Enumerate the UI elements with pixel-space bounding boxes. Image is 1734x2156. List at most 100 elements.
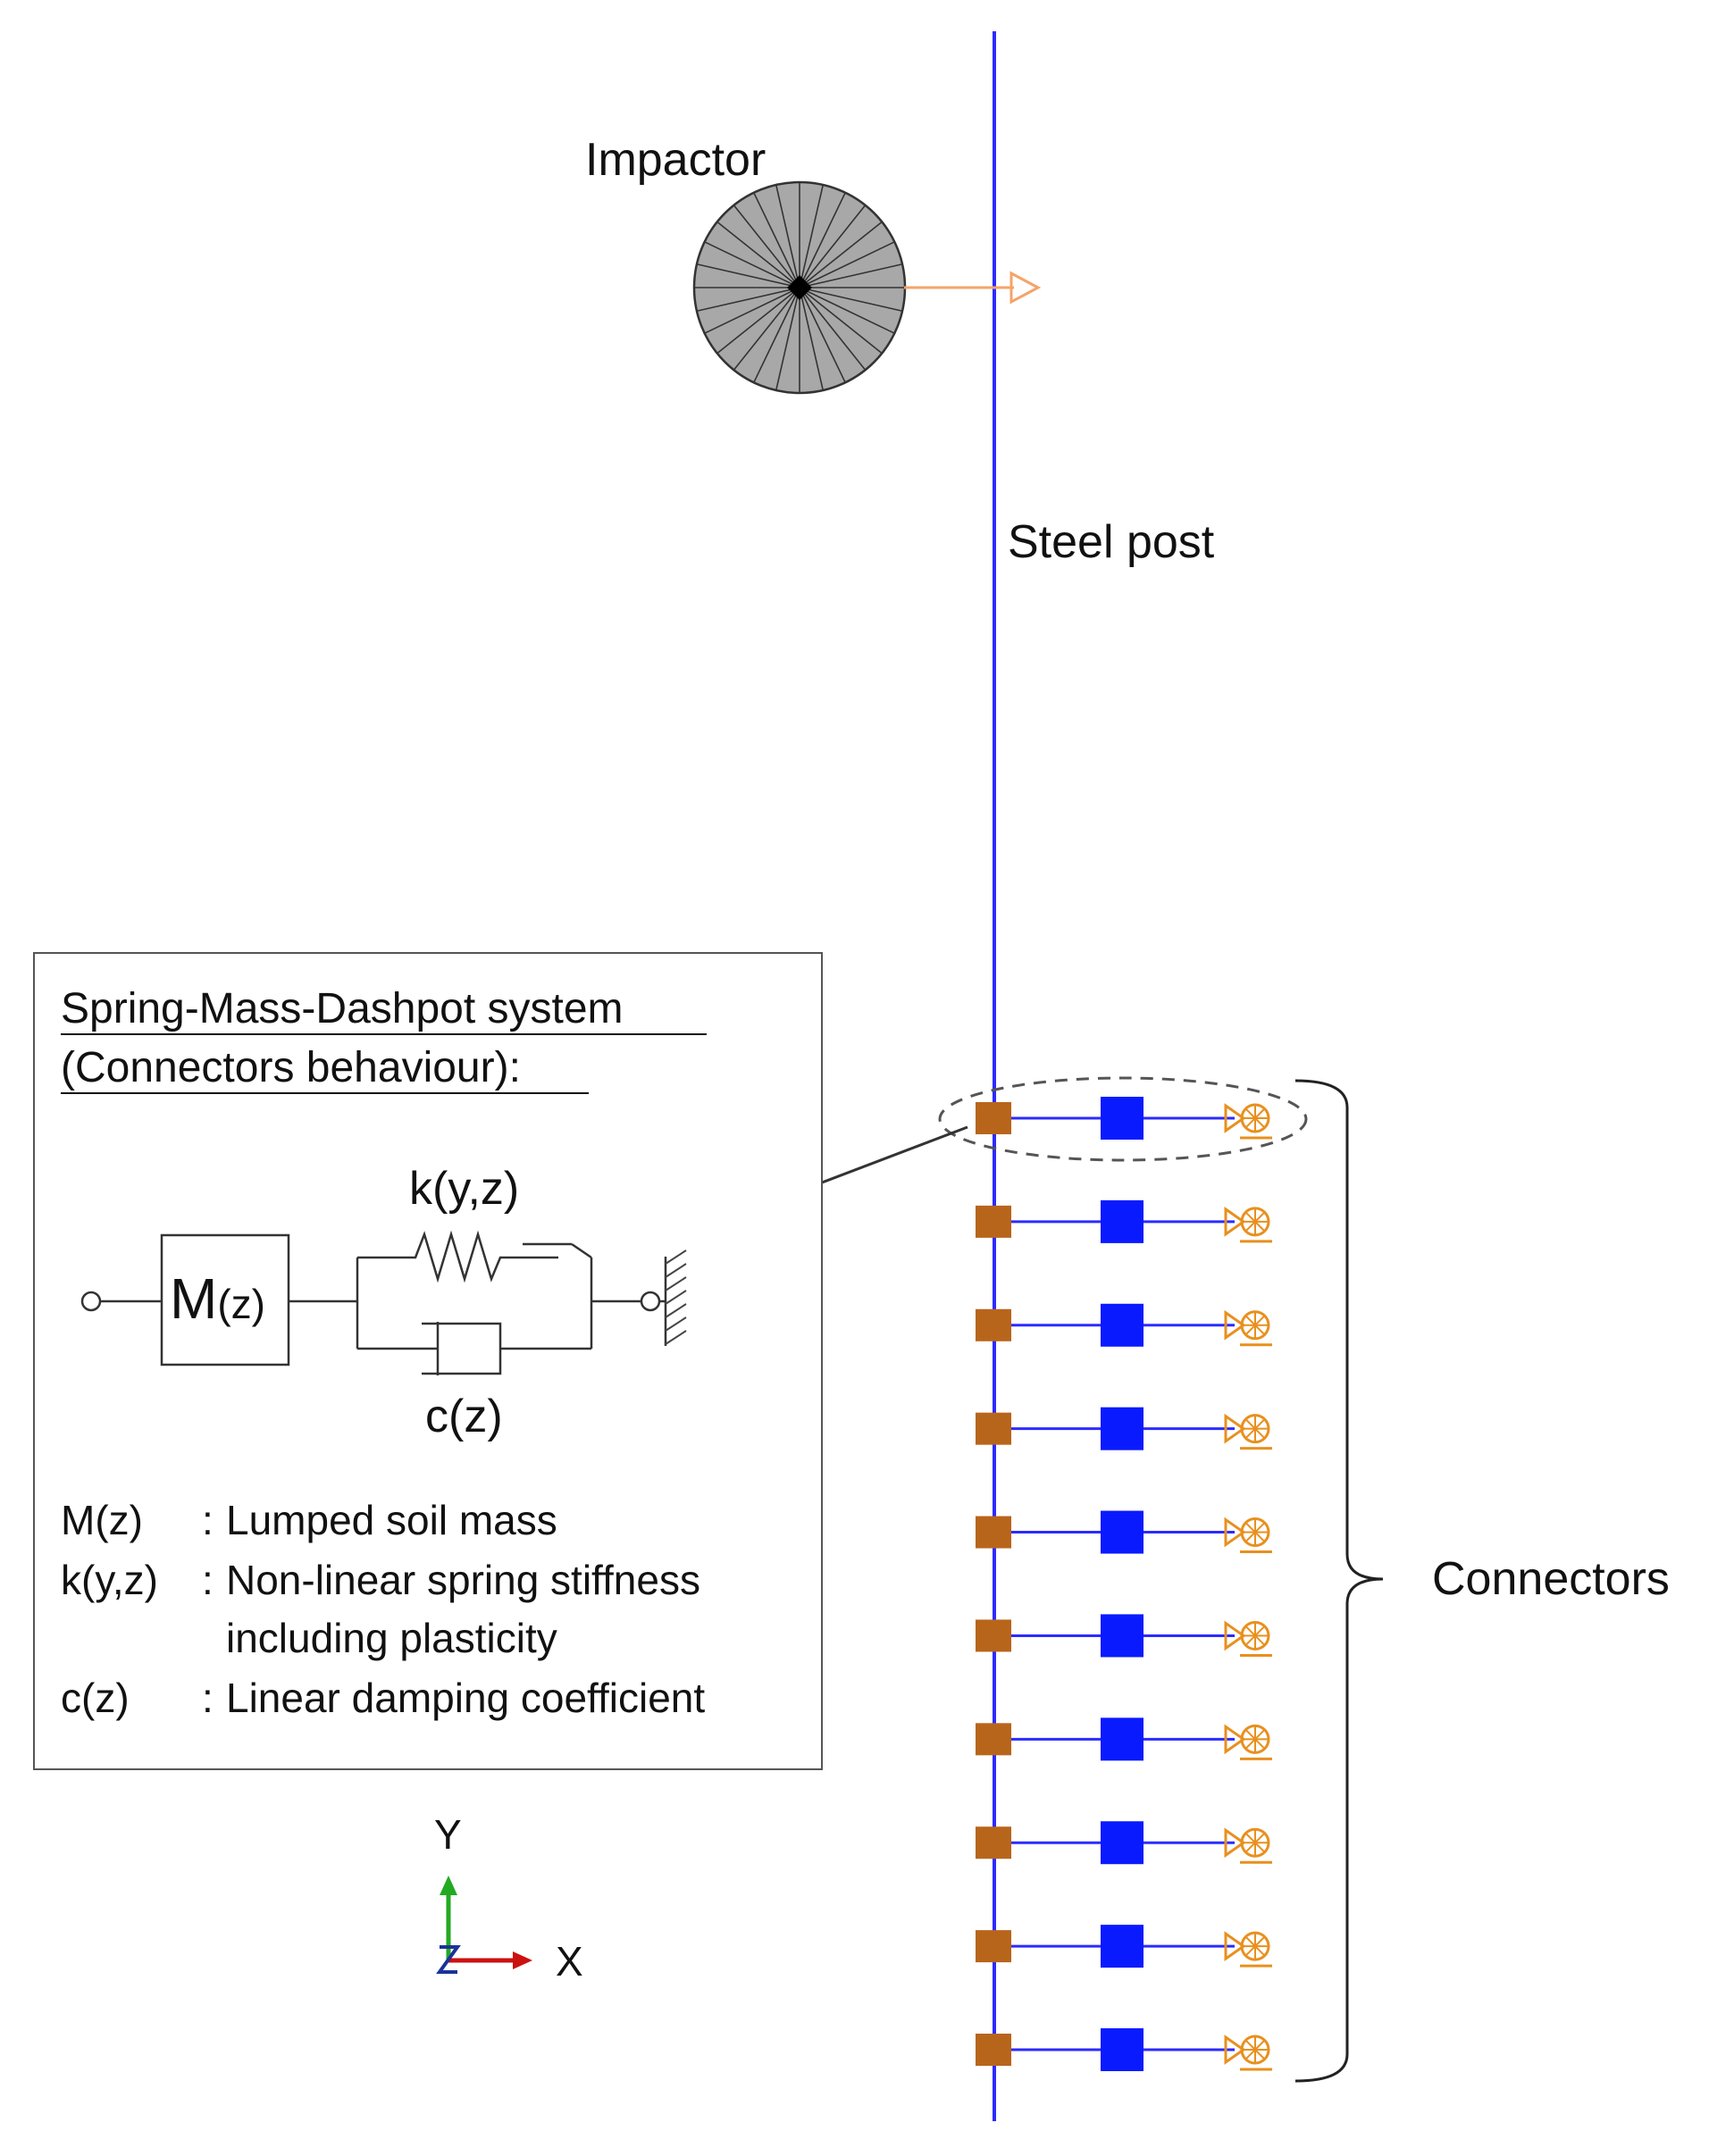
axis-triad: Y X: [434, 1811, 583, 1985]
mass-node: [1101, 1510, 1143, 1554]
x-axis-label: X: [556, 1938, 583, 1985]
definition-text: Non-linear spring stiffness: [226, 1557, 700, 1603]
damper-label: c(z): [425, 1391, 503, 1442]
impactor-spoke: [733, 205, 800, 288]
anchor-node: [976, 1412, 1011, 1445]
x-arrowhead: [513, 1951, 532, 1969]
mass-label: M(z): [170, 1266, 265, 1331]
legend-title-line1: Spring-Mass-Dashpot system: [61, 985, 624, 1032]
anchor-node: [976, 1102, 1011, 1134]
definition-symbol: c(z): [61, 1675, 130, 1721]
mass-node: [1101, 1199, 1143, 1243]
connectors-group: [976, 1097, 1272, 2071]
anchor-node: [976, 1619, 1011, 1652]
impactor-spoke: [799, 287, 903, 313]
impactor-spoke: [799, 287, 825, 391]
legend-box: Spring-Mass-Dashpot system (Connectors b…: [33, 952, 823, 1770]
mass-node: [1101, 1717, 1143, 1761]
impactor-spoke: [696, 287, 800, 313]
mass-box: [160, 1233, 290, 1366]
definition-separator: :: [202, 1675, 214, 1721]
anchor-node: [976, 1930, 1011, 1963]
anchor-node: [976, 1516, 1011, 1549]
impactor-spoke: [799, 205, 867, 288]
mass-node: [1101, 1821, 1143, 1865]
mass-node: [1101, 1925, 1143, 1968]
connector-row: [976, 1925, 1272, 1968]
impactor-spoke: [799, 287, 846, 383]
mass-node: [1101, 1303, 1143, 1347]
impactor-spoke: [753, 287, 800, 383]
spring-mass-dashpot-schematic: [80, 1230, 687, 1375]
ground-support-icon: [1224, 1413, 1272, 1450]
impactor-spoke: [799, 241, 895, 288]
connector-row: [976, 1407, 1272, 1450]
ground-support-icon: [1224, 1620, 1272, 1657]
definition-separator: :: [202, 1497, 214, 1543]
impactor-label: Impactor: [585, 134, 766, 186]
legend-title-line2: (Connectors behaviour):: [61, 1044, 521, 1091]
ground-support-icon: [1224, 1207, 1272, 1243]
impactor-spoke: [775, 287, 800, 391]
ground-support-icon: [1224, 1724, 1272, 1760]
impactor-spoke: [799, 287, 895, 334]
y-arrowhead: [440, 1876, 457, 1895]
impactor-spoke: [799, 287, 883, 355]
impactor-spoke: [799, 287, 867, 371]
anchor-node: [976, 1723, 1011, 1756]
connector-row: [976, 1821, 1272, 1865]
impactor-spoke: [716, 287, 800, 355]
definition-symbol: k(y,z): [61, 1557, 158, 1603]
mass-node: [1101, 2028, 1143, 2071]
impactor-spoke: [696, 263, 800, 288]
connector-row: [976, 1614, 1272, 1658]
connector-row: [976, 1303, 1272, 1347]
anchor-node: [976, 1308, 1011, 1341]
mass-node: [1101, 1407, 1143, 1450]
y-axis-label: Y: [434, 1811, 462, 1858]
definition-text: Lumped soil mass: [226, 1497, 557, 1543]
connector-row: [976, 1717, 1272, 1761]
impactor-disk: [692, 180, 907, 395]
connector-row: [976, 1510, 1272, 1554]
ground-support-icon: [1224, 1309, 1272, 1347]
impactor-spoke: [799, 192, 846, 288]
impactor-spoke: [799, 184, 825, 288]
anchor-node: [976, 2034, 1011, 2066]
definitions-list: M(z) : Lumped soil mass k(y,z) : Non-lin…: [61, 1497, 705, 1721]
spring-label: k(y,z): [409, 1163, 519, 1215]
ground-support-icon: [1224, 2035, 1272, 2071]
definition-text: including plasticity: [226, 1615, 557, 1661]
connectors-label: Connectors: [1432, 1553, 1670, 1605]
impactor-spoke: [799, 263, 903, 288]
mass-node: [1101, 1614, 1143, 1658]
impactor-spoke: [775, 184, 800, 288]
ground-support-icon: [1224, 1517, 1272, 1554]
impactor-spoke: [704, 241, 800, 288]
z-axis-icon: [436, 1945, 461, 1974]
mass-node: [1101, 1097, 1143, 1140]
spring-symbol: [357, 1230, 558, 1283]
steel-post-label: Steel post: [1008, 516, 1215, 568]
definition-separator: :: [202, 1557, 214, 1603]
connector-row: [976, 1199, 1272, 1243]
connector-row: [976, 2028, 1272, 2071]
impactor-spoke: [704, 287, 800, 334]
impactor-spoke: [753, 192, 800, 288]
impactor-spoke: [799, 221, 883, 288]
definition-symbol: M(z): [61, 1497, 143, 1543]
impactor-center: [787, 275, 812, 300]
anchor-node: [976, 1205, 1011, 1238]
highlight-ellipse: [938, 1076, 1308, 1162]
definition-text: Linear damping coefficient: [226, 1675, 705, 1721]
ground-support-icon: [1224, 1827, 1272, 1864]
ground-support-icon: [1224, 1931, 1272, 1968]
impactor-spoke: [733, 287, 800, 371]
ground-support-icon: [1224, 1103, 1272, 1140]
connectors-brace: [1294, 1079, 1384, 2083]
impactor-spoke: [716, 221, 800, 288]
connector-row: [976, 1097, 1272, 1140]
velocity-arrow: [904, 271, 1042, 305]
anchor-node: [976, 1826, 1011, 1859]
